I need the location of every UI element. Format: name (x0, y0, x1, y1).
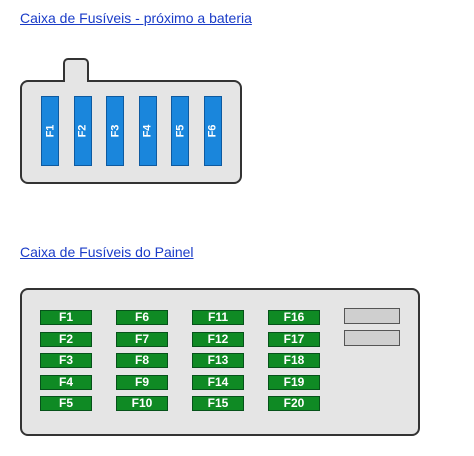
battery-fuse-box-link[interactable]: Caixa de Fusíveis - próximo a bateria (20, 10, 252, 26)
panel-fuse-f13: F13 (192, 353, 244, 368)
fuse-label: F5 (174, 124, 186, 138)
fuse-label: F3 (109, 124, 121, 138)
panel-fuse-f6: F6 (116, 310, 168, 325)
relay-slot (344, 308, 400, 324)
fuse-box-connector-tab (63, 58, 89, 82)
fuse-label: F1 (44, 124, 56, 138)
fuse-f4: F4 (138, 96, 157, 166)
panel-fuse-f1: F1 (40, 310, 92, 325)
panel-fuse-f20: F20 (268, 396, 320, 411)
panel-fuse-f15: F15 (192, 396, 244, 411)
panel-fuse-f14: F14 (192, 374, 244, 390)
fuse-label: F2 (76, 124, 89, 138)
fuse-f2: F2 (73, 96, 92, 166)
fuse-label: F6 (206, 124, 219, 138)
panel-fuse-box-link[interactable]: Caixa de Fusíveis do Painel (20, 244, 194, 260)
panel-fuse-f19: F19 (268, 374, 320, 390)
panel-fuse-f18: F18 (268, 353, 320, 368)
panel-fuse-f16: F16 (268, 310, 320, 325)
fuse-f5: F5 (171, 96, 189, 166)
panel-fuse-f3: F3 (40, 353, 92, 368)
fuse-f1: F1 (41, 96, 59, 166)
panel-fuse-f5: F5 (40, 396, 92, 411)
panel-fuse-f17: F17 (268, 331, 320, 347)
panel-fuse-f9: F9 (116, 374, 168, 390)
fuse-f6: F6 (203, 96, 222, 166)
panel-fuse-f7: F7 (116, 331, 168, 347)
panel-fuse-f12: F12 (192, 331, 244, 347)
fuse-f3: F3 (106, 96, 124, 166)
relay-slot (344, 330, 400, 346)
panel-fuse-f8: F8 (116, 353, 168, 368)
panel-fuse-f11: F11 (192, 310, 244, 325)
fuse-label: F4 (141, 124, 154, 138)
panel-fuse-f2: F2 (40, 331, 92, 347)
panel-fuse-f10: F10 (116, 396, 168, 411)
panel-fuse-f4: F4 (40, 374, 92, 390)
